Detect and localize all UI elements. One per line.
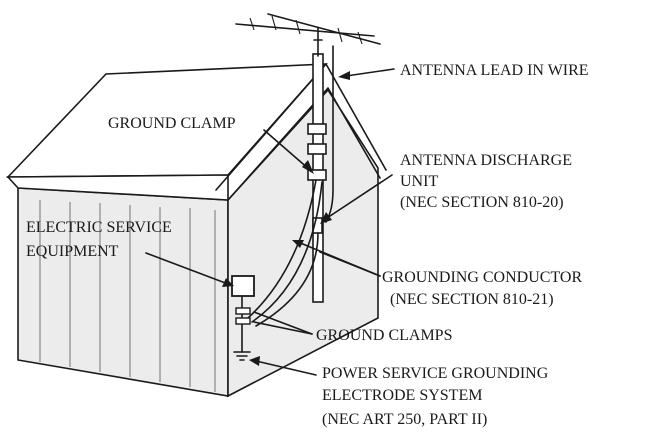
- label-electric-service-line1: ELECTRIC SERVICE: [26, 219, 172, 236]
- leader-power-service: [255, 360, 317, 376]
- leader-ground-clamp: [263, 129, 311, 171]
- leader-lead-in-wire: [345, 68, 395, 77]
- base-ground-clamps: [235, 307, 251, 325]
- label-power-service-line1: POWER SERVICE GROUNDING: [322, 365, 549, 382]
- label-electric-service-line2: EQUIPMENT: [26, 243, 119, 260]
- leader-electric-service: [145, 252, 229, 285]
- label-grounding-conductor-line1: GROUNDING CONDUCTOR: [382, 269, 582, 286]
- label-antenna-discharge-unit-line1: ANTENNA DISCHARGE: [400, 152, 572, 169]
- ground-electrode-symbol: [233, 351, 251, 361]
- leader-ground-clamps-b: [253, 321, 313, 335]
- house-gable-trim: [215, 63, 387, 191]
- antenna-elements: [235, 13, 381, 57]
- leader-ground-clamps-a: [253, 311, 313, 335]
- label-ground-clamps: GROUND CLAMPS: [316, 327, 452, 344]
- mast-ground-clamps: [307, 123, 327, 181]
- label-power-service-line2: ELECTRODE SYSTEM: [322, 387, 482, 404]
- label-power-service-line3: (NEC ART 250, PART II): [322, 411, 487, 428]
- leader-discharge-unit: [323, 174, 393, 221]
- house-gable-trim-inner: [227, 87, 381, 201]
- electric-service-equipment: [231, 275, 255, 361]
- wall-shading: [39, 200, 216, 392]
- service-box: [231, 275, 255, 297]
- leaders: [145, 68, 395, 376]
- label-antenna-discharge-unit-line3: (NEC SECTION 810-20): [400, 194, 564, 211]
- label-grounding-conductor-line2: (NEC SECTION 810-21): [390, 291, 554, 308]
- leader-grounding-conductor-b: [319, 251, 381, 277]
- label-antenna-lead-in-wire: ANTENNA LEAD IN WIRE: [400, 62, 589, 79]
- label-antenna-discharge-unit-line2: UNIT: [400, 173, 438, 190]
- label-ground-clamp: GROUND CLAMP: [108, 115, 236, 132]
- labels: ANTENNA LEAD IN WIRE GROUND CLAMP ANTENN…: [26, 62, 589, 428]
